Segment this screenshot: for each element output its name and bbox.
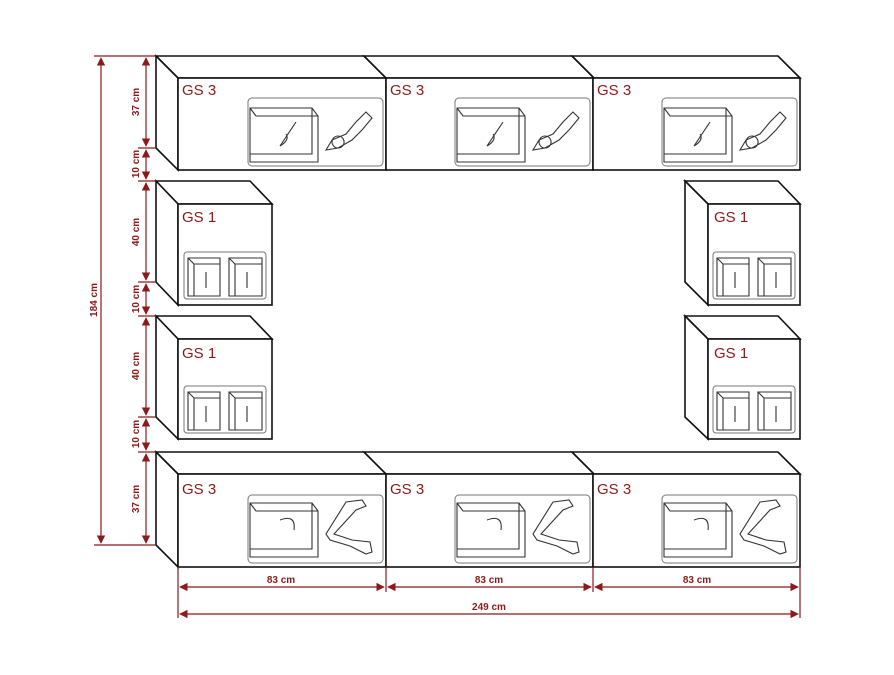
module-right-lower: GS 1	[683, 314, 802, 441]
dim-mid2-height: 40 cm	[131, 352, 142, 380]
dim-width-left: 83 cm	[267, 575, 295, 586]
dim-width-right: 83 cm	[683, 575, 711, 586]
dim-total-width: 249 cm	[472, 602, 506, 613]
dim-total-height: 184 cm	[89, 283, 100, 317]
module-label: GS 3	[182, 82, 216, 99]
dim-top-height: 37 cm	[131, 88, 142, 116]
module-bottom-right: GS 3	[570, 451, 802, 568]
module-top-right: GS 3	[570, 55, 802, 171]
dim-mid1-height: 40 cm	[131, 218, 142, 246]
module-left-lower: GS 1	[154, 314, 274, 441]
module-label: GS 3	[597, 481, 631, 498]
module-label: GS 1	[714, 345, 748, 362]
dim-bottom-height: 37 cm	[131, 485, 142, 513]
module-top-mid: GS 3	[362, 55, 596, 171]
module-right-upper: GS 1	[683, 179, 802, 307]
module-top-left: GS 3	[154, 54, 388, 172]
module-label: GS 3	[597, 82, 631, 99]
module-label: GS 1	[182, 345, 216, 362]
vertical-dimensions: 184 cm 37 cm 10 cm 40 cm 10 cm 40 cm 10 …	[89, 55, 156, 546]
dim-gap-1: 10 cm	[131, 150, 142, 178]
dim-gap-3: 10 cm	[131, 420, 142, 448]
module-label: GS 1	[714, 209, 748, 226]
module-bottom-left: GS 3	[154, 450, 388, 569]
module-bottom-mid: GS 3	[362, 451, 596, 568]
module-left-upper: GS 1	[154, 179, 274, 307]
module-label: GS 3	[390, 82, 424, 99]
module-label: GS 3	[390, 481, 424, 498]
dim-gap-2: 10 cm	[131, 285, 142, 313]
module-label: GS 3	[182, 481, 216, 498]
horizontal-dimensions: 83 cm 83 cm 83 cm 249 cm	[177, 567, 801, 619]
dim-width-mid: 83 cm	[475, 575, 503, 586]
module-label: GS 1	[182, 209, 216, 226]
